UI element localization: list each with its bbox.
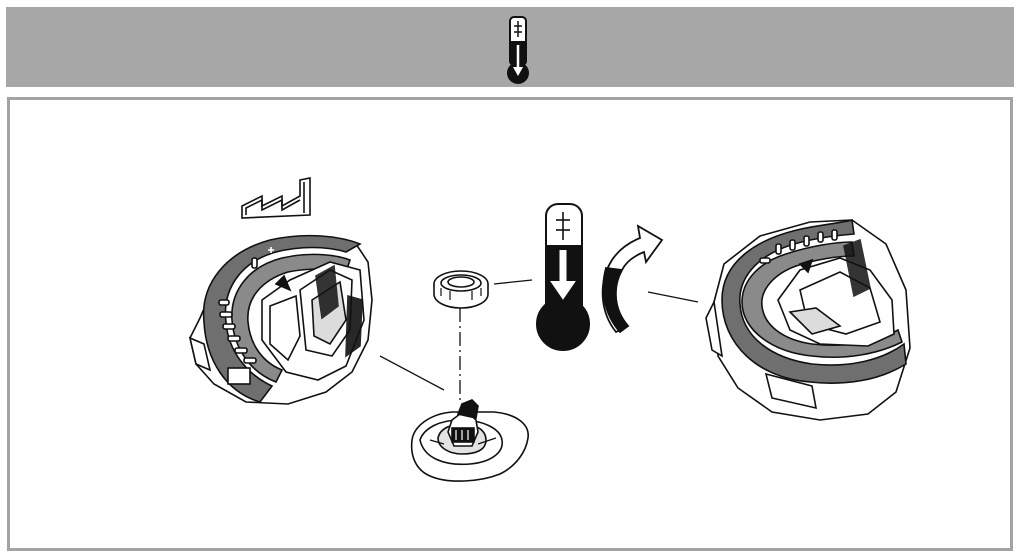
right-assembly-unit — [705, 218, 911, 421]
left-assembly-unit — [188, 234, 373, 405]
leader-lines — [379, 279, 699, 400]
factory-icon — [241, 177, 311, 219]
header-bar — [6, 7, 1014, 87]
drive-part — [410, 399, 529, 482]
rotate-arrow-icon — [601, 224, 664, 334]
thermometer-decrease-icon — [536, 203, 590, 351]
thermometer-decrease-icon — [507, 16, 529, 84]
ring-nut-part — [433, 270, 489, 309]
